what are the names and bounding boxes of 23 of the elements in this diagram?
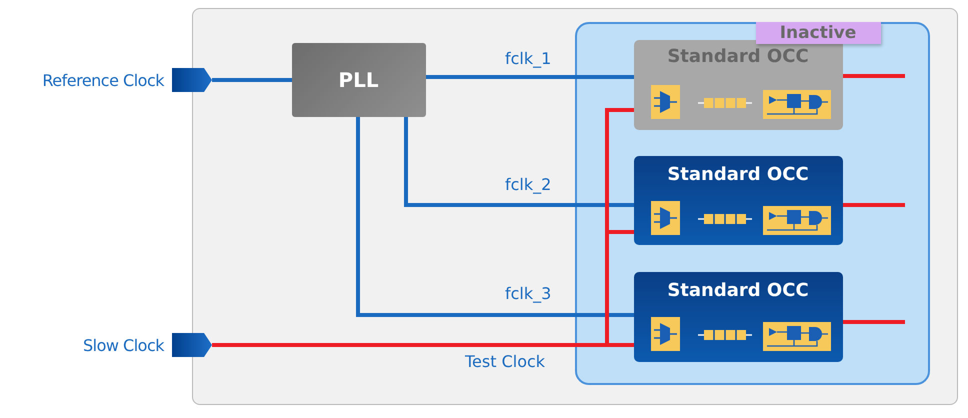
edge-label: Test Clock <box>464 353 546 371</box>
test-clock-line <box>843 320 905 324</box>
block-title: Standard OCC <box>666 280 810 300</box>
clock-line <box>426 75 634 79</box>
edge-label: fclk_2 <box>504 176 552 194</box>
clock-line <box>404 117 634 207</box>
status-badge: Inactive <box>756 22 880 44</box>
occ-block <box>634 156 842 244</box>
edge-label: fclk_1 <box>504 50 552 68</box>
inactive-occ-block <box>634 40 842 130</box>
pll-block: PLL <box>292 42 426 116</box>
block-title: Standard OCC <box>666 164 810 184</box>
chip-panel <box>192 8 958 405</box>
clock-line <box>212 78 292 82</box>
port-label: Slow Clock <box>82 334 164 356</box>
clock-line <box>356 117 634 317</box>
port-label: Reference Clock <box>42 70 164 92</box>
occ-block <box>634 272 842 362</box>
test-clock-line <box>843 203 905 207</box>
test-clock-line <box>843 74 905 78</box>
edge-label: fclk_3 <box>504 285 552 303</box>
clock-domain-panel <box>574 22 930 384</box>
block-title: Standard OCC <box>666 46 810 66</box>
